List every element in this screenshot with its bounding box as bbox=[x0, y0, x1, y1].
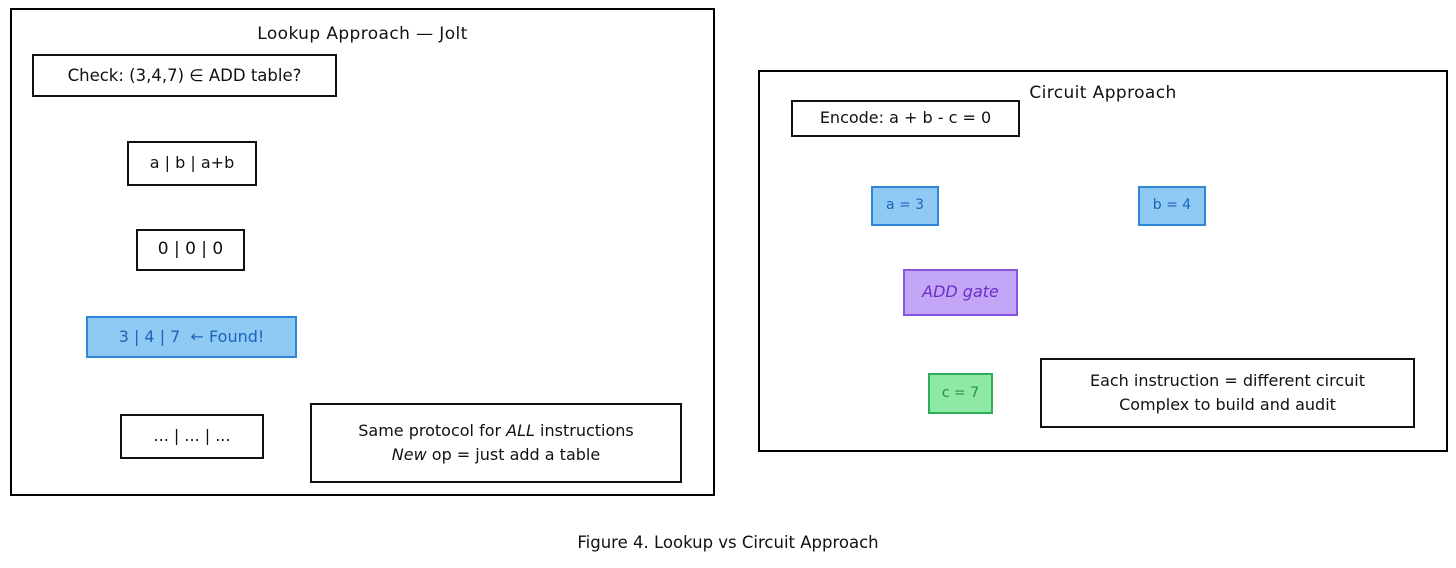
node-table-row-found[interactable]: 3 | 4 | 7 ← Found! bbox=[86, 316, 297, 358]
note-circuit-line-2: Complex to build and audit bbox=[1119, 395, 1336, 414]
node-check-membership[interactable]: Check: (3,4,7) ∈ ADD table? bbox=[32, 54, 337, 97]
node-output-c[interactable]: c = 7 bbox=[928, 373, 993, 414]
node-table-row-ellipsis[interactable]: ... | ... | ... bbox=[120, 414, 264, 459]
figure-caption: Figure 4. Lookup vs Circuit Approach bbox=[577, 533, 879, 552]
note-lookup-summary: Same protocol for ALL instructions New o… bbox=[310, 403, 682, 483]
note-circuit-line-1: Each instruction = different circuit bbox=[1089, 371, 1366, 390]
node-table-header-row[interactable]: a | b | a+b bbox=[127, 141, 257, 186]
node-encode-constraint[interactable]: Encode: a + b - c = 0 bbox=[791, 100, 1020, 137]
note-lookup-line1-emphasis: ALL bbox=[506, 421, 535, 440]
panel-circuit-title: Circuit Approach bbox=[1029, 83, 1177, 103]
note-lookup-line2-suffix: op = just add a table bbox=[426, 445, 601, 464]
panel-lookup-title: Lookup Approach — Jolt bbox=[257, 24, 468, 44]
node-add-gate[interactable]: ADD gate bbox=[903, 269, 1018, 316]
note-lookup-line-2: New op = just add a table bbox=[392, 443, 600, 467]
node-input-b[interactable]: b = 4 bbox=[1138, 186, 1206, 226]
note-lookup-line2-emphasis: New bbox=[391, 445, 427, 464]
note-lookup-line1-prefix: Same protocol for bbox=[358, 421, 507, 440]
node-table-row-zero[interactable]: 0 | 0 | 0 bbox=[136, 229, 245, 271]
note-lookup-line-1: Same protocol for ALL instructions bbox=[358, 419, 633, 443]
node-input-a[interactable]: a = 3 bbox=[871, 186, 939, 226]
note-circuit-summary: Each instruction = different circuit Com… bbox=[1040, 358, 1415, 428]
note-lookup-line1-suffix: instructions bbox=[534, 421, 634, 440]
